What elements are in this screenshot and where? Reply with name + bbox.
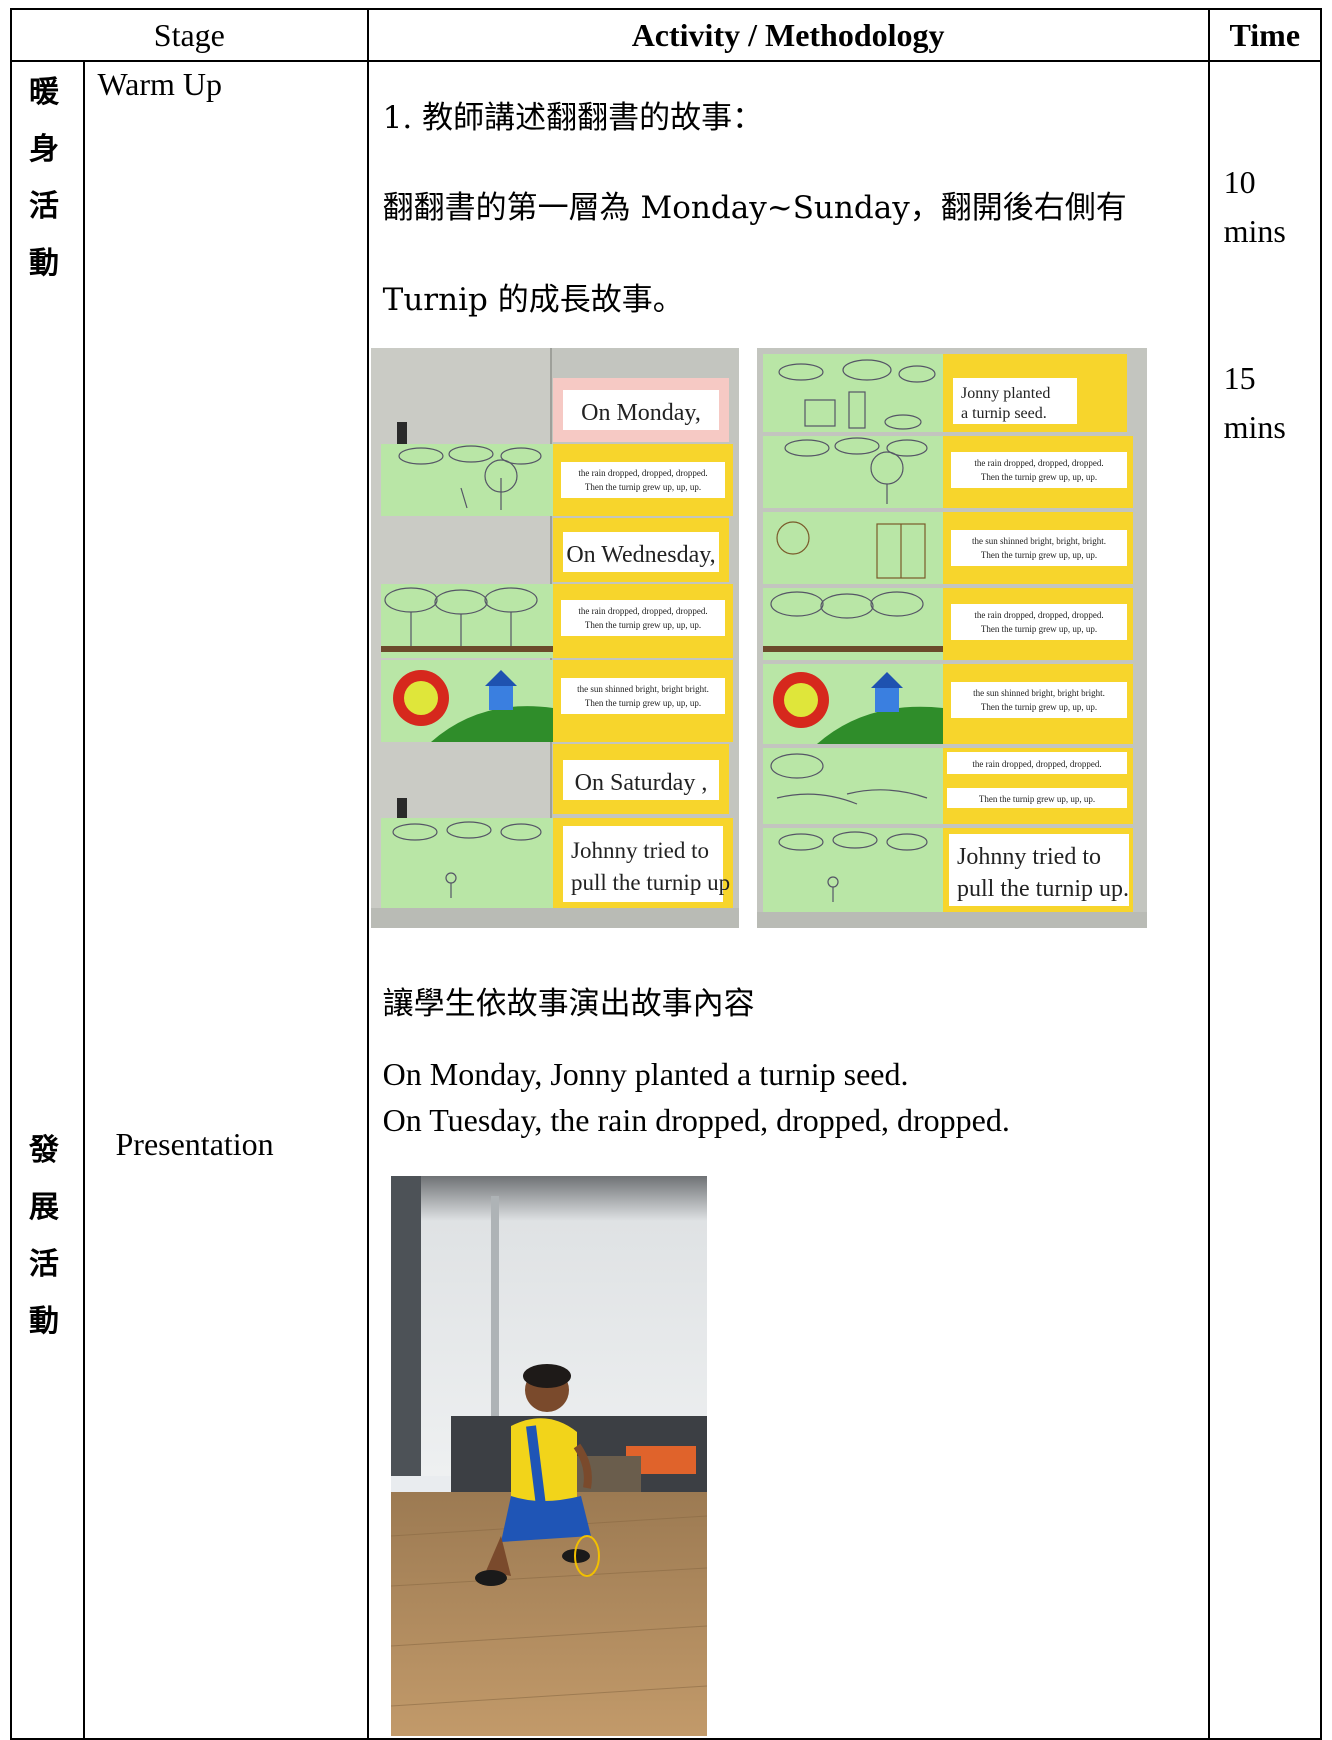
warmup-cn-label: 暖 身 活 動 — [12, 64, 76, 292]
card-grew-r2: Then the turnip grew up, up, up. — [981, 550, 1097, 560]
time-presentation-value: 15 — [1223, 360, 1256, 396]
warmup-step-2: 翻翻書的第一層為 Monday~Sunday，翻開後右側有 — [382, 190, 1127, 226]
presentation-cn-char: 動 — [29, 1304, 59, 1339]
activity-column: 1. 教師講述翻翻書的故事： 翻翻書的第一層為 Monday~Sunday，翻開… — [366, 60, 1210, 1740]
header-activity: Activity / Methodology — [366, 8, 1210, 62]
card-rain-r1: the rain dropped, dropped, dropped. — [974, 458, 1103, 468]
card-on-monday: On Monday, — [581, 400, 701, 426]
card-johnny-tried-r: Johnny tried to — [957, 844, 1101, 870]
flipbook-open-image: Jonny planted a turnip seed. — [756, 348, 1147, 928]
presentation-label: Presentation — [115, 1126, 274, 1162]
card-pull-turnip: pull the turnip up — [571, 870, 730, 895]
card-pull-turnip-r: pull the turnip up. — [957, 876, 1129, 902]
warmup-cn-char: 動 — [29, 246, 59, 281]
card-rain-r3: the rain dropped, dropped, dropped. — [972, 759, 1101, 769]
presentation-cn-char: 發 — [29, 1133, 59, 1168]
lesson-plan-table: Stage Activity / Methodology Time 暖 身 活 … — [9, 8, 1323, 1740]
warmup-step-3: Turnip 的成長故事。 — [382, 282, 684, 318]
card-sun-1: the sun shinned bright, bright bright. — [577, 684, 709, 694]
flipbook-photo-closed: On Monday, the rain dropped, dropped, dr… — [370, 348, 739, 928]
card-grew-r5: Then the turnip grew up, up, up. — [979, 794, 1095, 804]
warmup-cn-char: 活 — [29, 189, 59, 224]
top-cutoff-line: ー ー ー ー ー ー — [0, 0, 1332, 10]
card-sun-r1: the sun shinned bright, bright, bright. — [972, 536, 1106, 546]
flipbook-closed-image: On Monday, the rain dropped, dropped, dr… — [370, 348, 739, 928]
content-row: 暖 身 活 動 發 展 活 動 Warm Up Presentation — [9, 60, 1323, 1740]
card-on-saturday: On Saturday , — [574, 770, 707, 796]
flipbook-photo-open: Jonny planted a turnip seed. — [756, 348, 1147, 928]
card-turnip-seed: a turnip seed. — [961, 405, 1047, 422]
time-warmup: 10 mins — [1224, 158, 1286, 256]
header-row: Stage Activity / Methodology Time — [10, 8, 1323, 62]
card-jonny-planted: Jonny planted — [961, 385, 1050, 402]
student-acting-image — [390, 1176, 707, 1736]
card-grew-r1: Then the turnip grew up, up, up. — [981, 472, 1097, 482]
time-column: 10 mins 15 mins — [1207, 60, 1323, 1740]
card-rain-2: the rain dropped, dropped, dropped. — [578, 606, 707, 616]
time-presentation-unit: mins — [1223, 409, 1286, 445]
presentation-line-2: On Tuesday, the rain dropped, dropped, d… — [382, 1102, 1010, 1138]
card-rain-1: the rain dropped, dropped, dropped. — [578, 468, 707, 478]
time-warmup-unit: mins — [1223, 213, 1286, 249]
warmup-step-1: 1. 教師講述翻翻書的故事： — [382, 100, 764, 136]
header-stage: Stage — [10, 8, 369, 62]
presentation-line-1: On Monday, Jonny planted a turnip seed. — [382, 1056, 909, 1092]
card-grew-r4: Then the turnip grew up, up, up. — [981, 702, 1097, 712]
card-grew-3: Then the turnip grew up, up, up. — [585, 698, 701, 708]
top-cutoff-text: ー ー ー ー ー ー — [0, 0, 1332, 10]
card-johnny-tried: Johnny tried to — [571, 838, 709, 863]
header-time: Time — [1207, 8, 1323, 62]
warmup-cn-char: 暖 — [29, 75, 59, 110]
warmup-cn-char: 身 — [29, 132, 59, 167]
student-acting-photo — [390, 1176, 707, 1736]
card-rain-r2: the rain dropped, dropped, dropped. — [974, 610, 1103, 620]
stage-en-column: Warm Up Presentation — [83, 60, 369, 1740]
presentation-cn-char: 活 — [29, 1247, 59, 1282]
card-grew-1: Then the turnip grew up, up, up. — [585, 482, 701, 492]
stage-cn-column: 暖 身 活 動 發 展 活 動 — [9, 60, 86, 1740]
time-warmup-value: 10 — [1223, 164, 1256, 200]
card-on-wednesday: On Wednesday, — [566, 542, 715, 568]
warmup-label: Warm Up — [97, 66, 222, 102]
card-grew-r3: Then the turnip grew up, up, up. — [981, 624, 1097, 634]
presentation-instruction: 讓學生依故事演出故事內容 — [382, 986, 755, 1022]
time-presentation: 15 mins — [1224, 354, 1286, 452]
card-grew-2: Then the turnip grew up, up, up. — [585, 620, 701, 630]
presentation-cn-label: 發 展 活 動 — [12, 1122, 76, 1350]
card-sun-r2: the sun shinned bright, bright bright. — [973, 688, 1105, 698]
presentation-cn-char: 展 — [29, 1190, 59, 1225]
